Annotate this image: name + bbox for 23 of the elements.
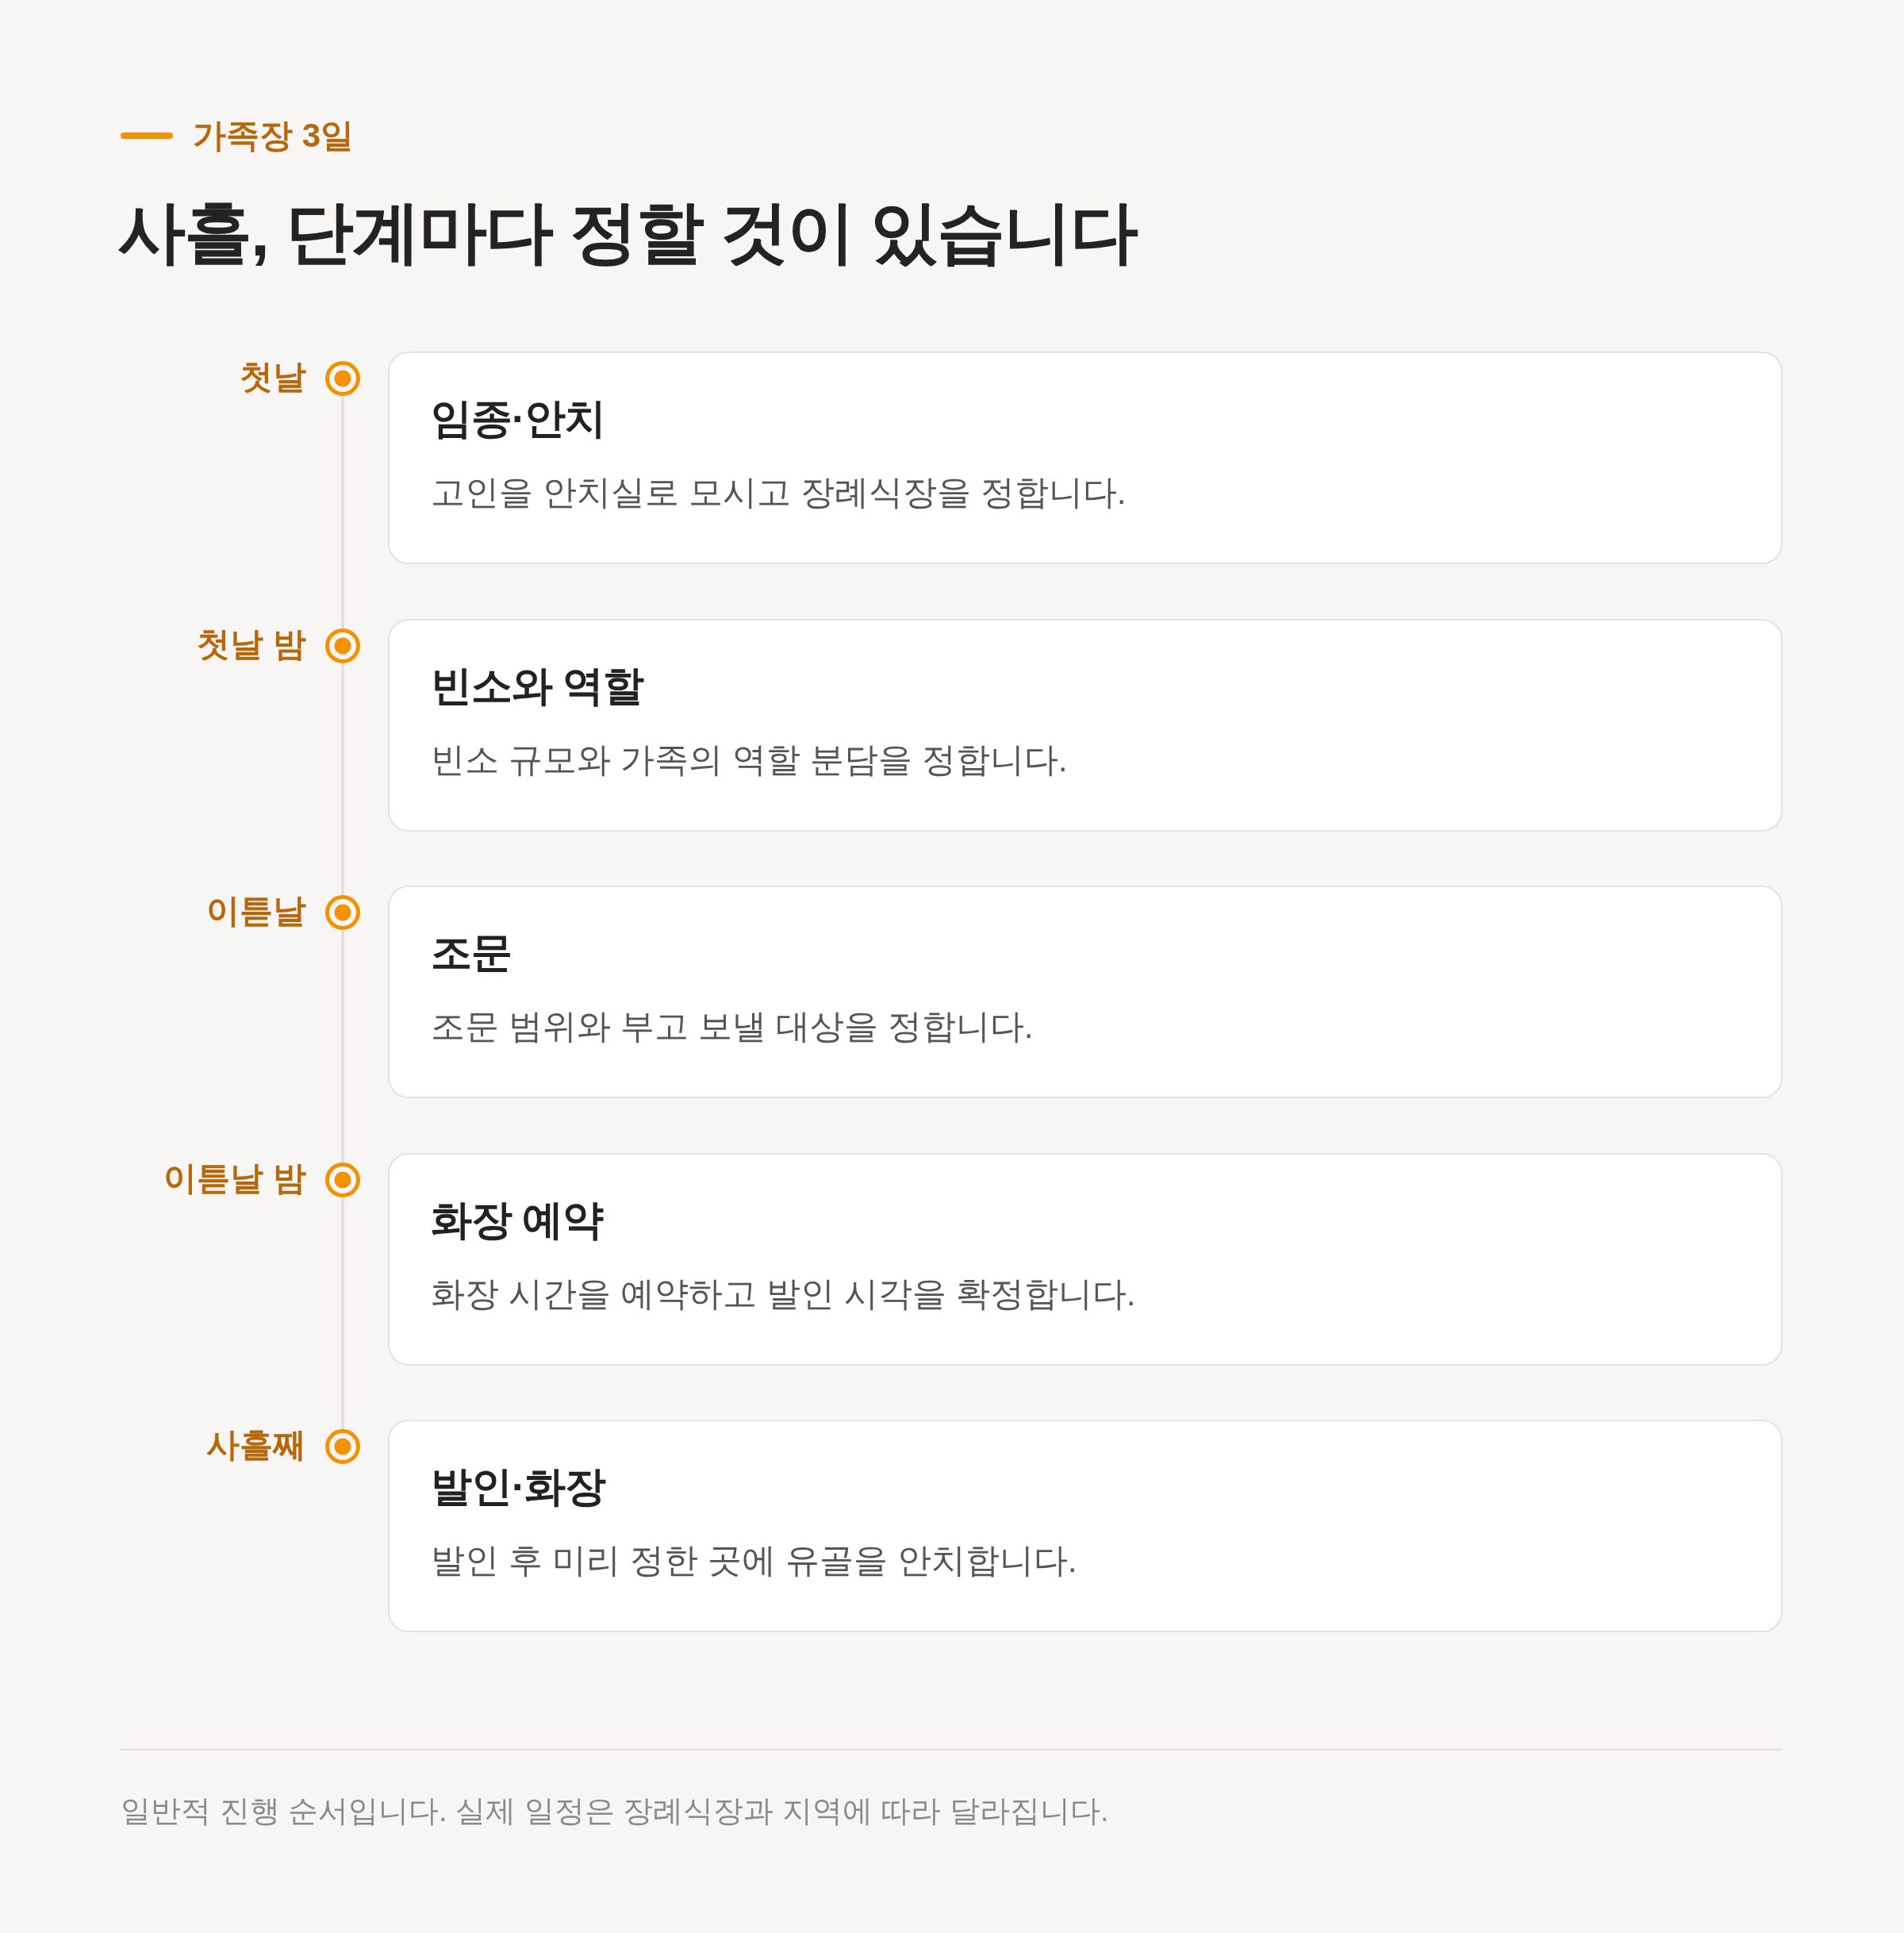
step-card: [388, 352, 1783, 564]
step-card: [388, 619, 1783, 832]
step-description: 조문 범위와 부고 보낼 대상을 정합니다.: [431, 1006, 1034, 1047]
step-title: 빈소와 역할: [431, 662, 644, 710]
day-label: 이튿날 밤: [163, 1159, 306, 1198]
day-label: 첫날 밤: [197, 624, 306, 664]
step-description: 화장 시간을 예약하고 발인 시각을 확정합니다.: [431, 1274, 1136, 1314]
step-title: 임종·안치: [431, 394, 606, 443]
step-title: 조문: [431, 928, 512, 977]
step-description: 빈소 규모와 가족의 역할 분담을 정합니다.: [431, 740, 1068, 780]
footnote: 일반적 진행 순서입니다. 실제 일정은 장례식장과 지역에 따라 달라집니다.: [121, 1793, 1109, 1829]
day-label: 첫날: [240, 357, 306, 397]
step-card: [388, 1420, 1783, 1632]
step-description: 고인을 안치실로 모시고 장례식장을 정합니다.: [431, 472, 1127, 513]
step-card: [388, 1153, 1783, 1366]
step-title: 발인·화장: [431, 1462, 606, 1511]
page-title: 사흘, 단계마다 정할 것이 있습니다: [117, 193, 1138, 271]
eyebrow-label: 가족장 3일: [193, 116, 355, 156]
day-label: 사흘째: [206, 1425, 306, 1465]
step-card: [388, 886, 1783, 1098]
step-title: 화장 예약: [431, 1196, 604, 1244]
step-description: 발인 후 미리 정한 곳에 유골을 안치합니다.: [431, 1540, 1077, 1581]
day-label: 이튿날: [206, 891, 306, 931]
